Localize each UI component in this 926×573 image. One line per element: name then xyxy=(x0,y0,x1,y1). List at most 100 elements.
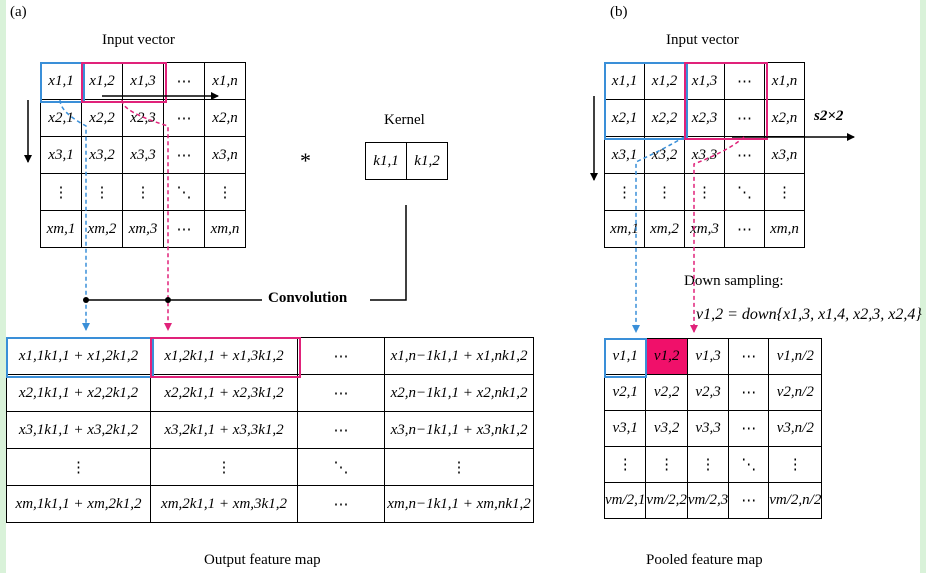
panel-a-label: (a) xyxy=(10,4,27,20)
kernel-cell: k1,2 xyxy=(406,142,448,180)
pool-cell: v1,1 xyxy=(603,338,647,375)
grid-b-cell: xm,1 xyxy=(604,210,645,248)
pooled-feature-map-title: Pooled feature map xyxy=(646,552,763,568)
grid-b-cell: xm,3 xyxy=(684,210,725,248)
panel-b-label: (b) xyxy=(610,4,628,20)
grid-a-cell: xm,3 xyxy=(122,210,164,248)
out-cell: ⋯ xyxy=(297,337,385,375)
out-cell: x3,n−1k1,1 + x3,nk1,2 xyxy=(384,411,534,449)
pool-blue-dashed-connector xyxy=(632,136,685,333)
out-cell: x3,2k1,1 + x3,3k1,2 xyxy=(150,411,298,449)
blue-dashed-connector xyxy=(59,99,90,331)
grid-a-cell: ⋮ xyxy=(122,173,164,211)
panel-b-input-title: Input vector xyxy=(666,32,739,48)
out-cell: x1,n−1k1,1 + x1,nk1,2 xyxy=(384,337,534,375)
out-cell: x2,1k1,1 + x2,2k1,2 xyxy=(6,374,151,412)
out-cell: xm,1k1,1 + xm,2k1,2 xyxy=(6,485,151,523)
out-cell: ⋯ xyxy=(297,374,385,412)
grid-b-cell: xm,2 xyxy=(644,210,685,248)
grid-a-cell: ⋮ xyxy=(40,173,82,211)
panel-a-input-title: Input vector xyxy=(102,32,175,48)
grid-b-cell: ⋮ xyxy=(684,173,725,211)
convolution-label: Convolution xyxy=(268,290,348,306)
down-sampling-formula: v1,2 = down{x1,3, x1,4, x2,3, x2,4} xyxy=(696,306,922,323)
down-sampling-label: Down sampling: xyxy=(684,273,784,289)
grid-a-cell: x2,2 xyxy=(81,99,123,137)
out-cell: xm,2k1,1 + xm,3k1,2 xyxy=(150,485,298,523)
grid-b-cell: x2,1 xyxy=(604,99,645,137)
pool-cell: ⋯ xyxy=(728,410,770,447)
grid-a-cell: x3,3 xyxy=(122,136,164,174)
pool-cell: v2,2 xyxy=(645,374,688,411)
pool-cell: ⋱ xyxy=(728,446,770,483)
grid-a-cell: xm,n xyxy=(204,210,246,248)
magenta-dashed-connector xyxy=(121,99,172,331)
grid-a-cell: ⋮ xyxy=(204,173,246,211)
kernel-title: Kernel xyxy=(384,112,425,128)
grid-b-cell: ⋮ xyxy=(604,173,645,211)
out-cell: x2,n−1k1,1 + x2,nk1,2 xyxy=(384,374,534,412)
pool-cell: vm/2,2 xyxy=(645,482,688,519)
out-cell: ⋯ xyxy=(297,411,385,449)
out-cell: x2,2k1,1 + x2,3k1,2 xyxy=(150,374,298,412)
pool-cell: vm/2,3 xyxy=(686,482,730,519)
pool-cell: ⋮ xyxy=(686,446,730,483)
pool-cell: v3,1 xyxy=(603,410,647,447)
pool-cell: vm/2,n/2 xyxy=(768,482,823,519)
grid-a-cell: x3,n xyxy=(204,136,246,174)
grid-b-cell: x1,2 xyxy=(644,62,685,100)
grid-a-cell: x2,1 xyxy=(40,99,82,137)
convolution-node-2 xyxy=(165,297,171,303)
convolution-node-1 xyxy=(83,297,89,303)
pool-cell: ⋯ xyxy=(728,482,770,519)
stride-label: s2×2 xyxy=(814,108,844,124)
grid-a-cell: xm,1 xyxy=(40,210,82,248)
grid-a-cell: xm,2 xyxy=(81,210,123,248)
out-cell: xm,n−1k1,1 + xm,nk1,2 xyxy=(384,485,534,523)
out-cell: x3,1k1,1 + x3,2k1,2 xyxy=(6,411,151,449)
kernel-connector xyxy=(370,205,407,301)
pool-row: ⋮⋮⋮⋱⋮ xyxy=(603,446,823,483)
connector-overlay xyxy=(24,92,855,333)
grid-b-cell: ⋮ xyxy=(764,173,805,211)
grid-b-cell: x1,1 xyxy=(604,62,645,100)
kernel-cell: k1,1 xyxy=(365,142,407,180)
pool-magenta-dashed-connector xyxy=(690,136,745,333)
pool-cell: vm/2,1 xyxy=(603,482,647,519)
grid-b-cell: x3,n xyxy=(764,136,805,174)
grid-b-cell: xm,n xyxy=(764,210,805,248)
grid-b-cell: x2,n xyxy=(764,99,805,137)
convolution-operator: * xyxy=(300,148,311,173)
grid-a-cell: x2,n xyxy=(204,99,246,137)
grid-a-cell: x1,3 xyxy=(122,62,164,100)
pool-cell: v1,n/2 xyxy=(768,338,823,375)
grid-b-row: ⋮⋮⋮⋱⋮ xyxy=(604,173,805,211)
pool-cell: v3,n/2 xyxy=(768,410,823,447)
out-cell: ⋮ xyxy=(6,448,151,486)
pool-cell: v3,2 xyxy=(645,410,688,447)
pool-cell: v1,2 xyxy=(645,338,688,375)
grid-a-cell: ⋮ xyxy=(81,173,123,211)
grid-a-row: ⋮⋮⋮⋱⋮ xyxy=(40,173,246,211)
output-feature-map-title: Output feature map xyxy=(204,552,321,568)
pool-cell: ⋮ xyxy=(768,446,823,483)
grid-b-cell: x1,3 xyxy=(684,62,725,100)
